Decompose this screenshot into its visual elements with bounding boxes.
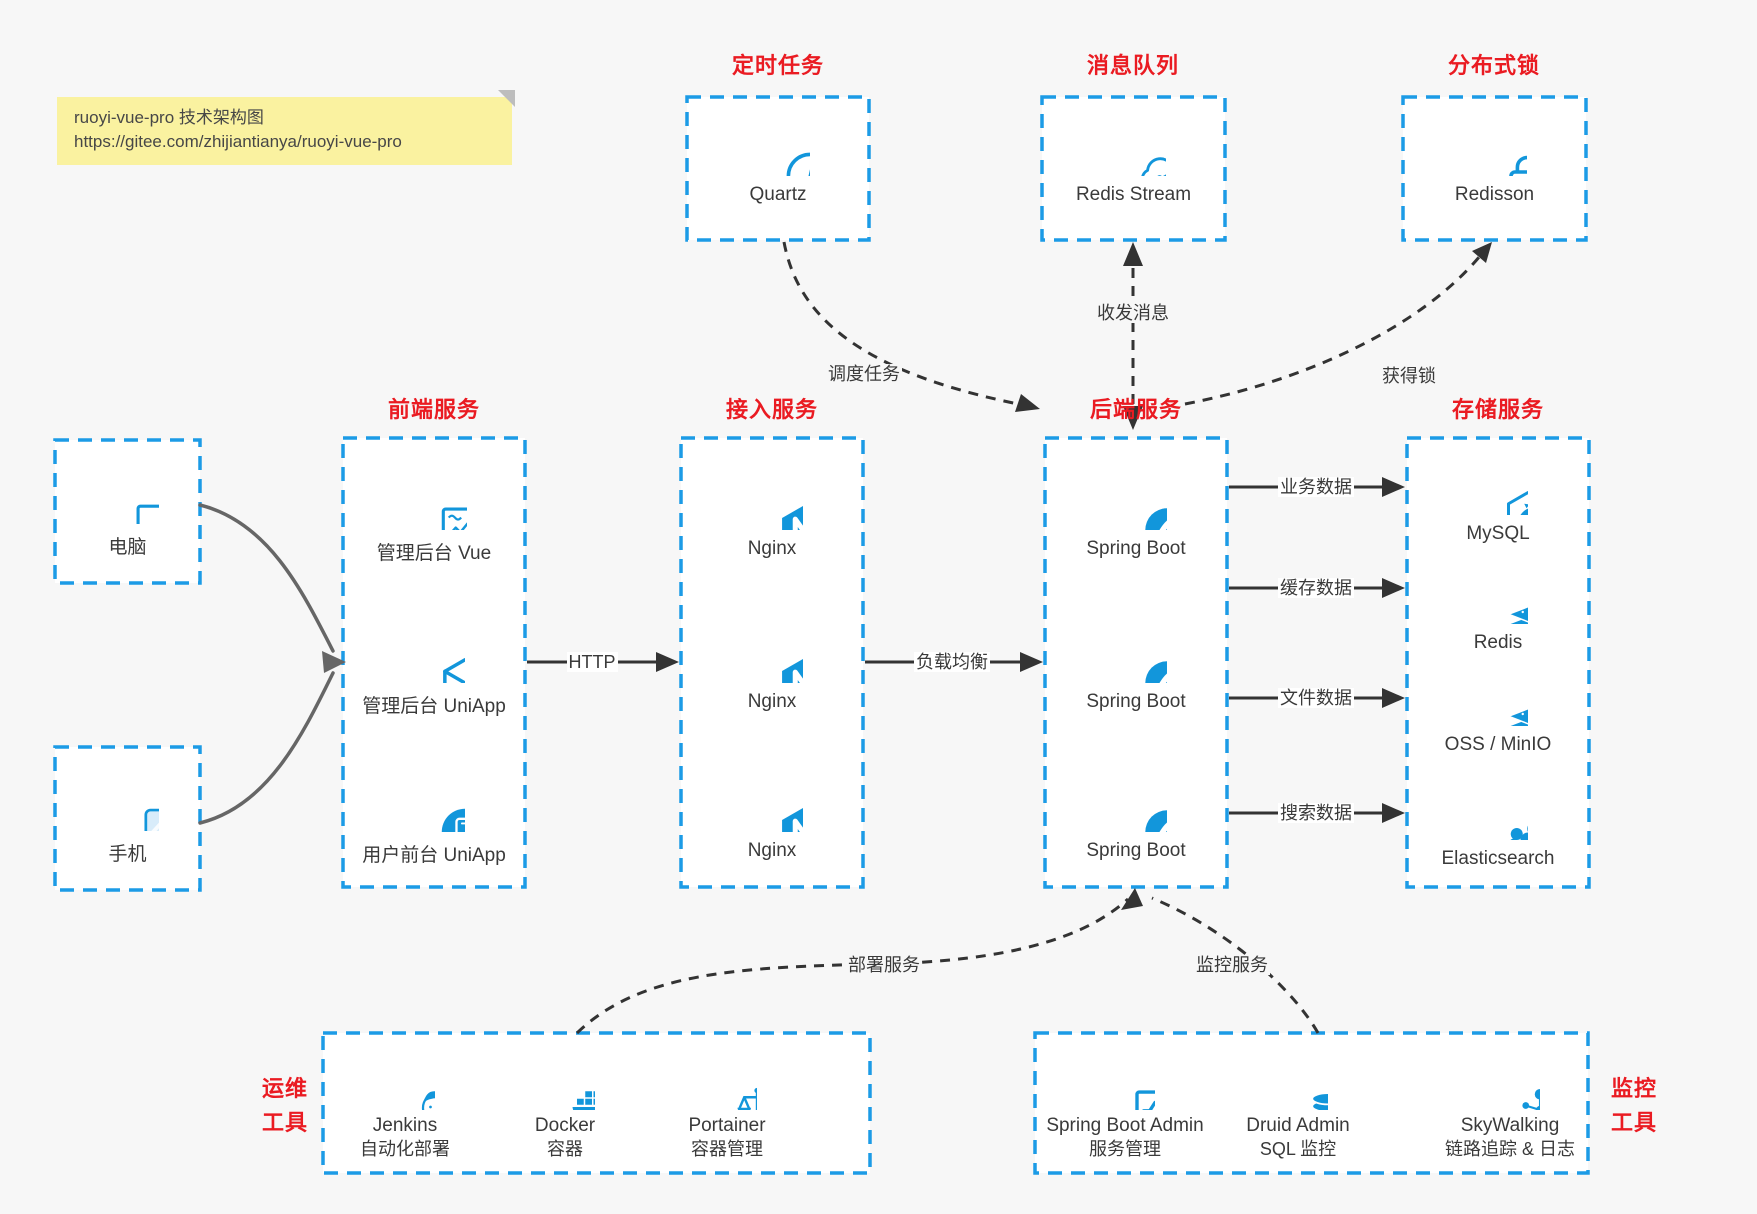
skywalking-icon: [1480, 1050, 1540, 1110]
edge-label-cache-data: 缓存数据: [1278, 578, 1354, 598]
title-monitoring-tools: 监控 工具: [1610, 1076, 1657, 1135]
redis-stream-label: Redis Stream: [1075, 184, 1192, 205]
title-ops-tools: 运维 工具: [261, 1076, 308, 1135]
storage-item-elasticsearch: Elasticsearch: [1407, 780, 1589, 870]
nginx-icon: [741, 770, 803, 832]
pc-label: 电脑: [108, 537, 147, 558]
title-backend-services: 后端服务: [1089, 397, 1182, 422]
quartz-label: Quartz: [749, 184, 807, 205]
monitoring-item-skywalking: SkyWalking 链路追踪 & 日志: [1395, 1050, 1625, 1160]
edge-label-load-balance: 负载均衡: [914, 652, 990, 672]
title-message-queue: 消息队列: [1086, 53, 1179, 78]
title-distributed-lock: 分布式锁: [1447, 53, 1540, 78]
user-uniapp-icon: [403, 770, 465, 832]
pc-client-node: 电脑: [55, 462, 200, 559]
edge-label-file-data: 文件数据: [1278, 688, 1354, 708]
storage-item-mysql: MySQL: [1407, 455, 1589, 545]
vue-admin-icon: [401, 468, 467, 530]
edge-label-message: 收发消息: [1095, 303, 1171, 323]
edge-label-deploy: 部署服务: [846, 955, 922, 975]
gateway-item-nginx-1: Nginx: [681, 468, 863, 560]
mobile-label: 手机: [108, 844, 147, 865]
nginx-icon: [741, 621, 803, 683]
elasticsearch-icon: [1468, 780, 1528, 840]
redis-stream-node: Redis Stream: [1042, 112, 1225, 206]
monitoring-item-spring-boot-admin: Spring Boot Admin 服务管理: [1015, 1050, 1235, 1160]
backend-item-spring-3: Spring Boot: [1045, 770, 1227, 862]
title-frontend-services: 前端服务: [387, 397, 480, 422]
storage-item-oss-minio: OSS / MinIO: [1407, 666, 1589, 756]
redis-icon: [1468, 564, 1528, 624]
mysql-icon: [1468, 455, 1528, 515]
title-gateway-services: 接入服务: [725, 397, 818, 422]
quartz-node: Quartz: [687, 112, 869, 206]
spring-boot-icon: [1105, 770, 1167, 832]
phone-icon: [97, 769, 159, 831]
title-scheduled-tasks: 定时任务: [731, 53, 824, 78]
computer-icon: [97, 462, 159, 524]
note-fold-corner: [498, 90, 515, 107]
gateway-item-nginx-3: Nginx: [681, 770, 863, 862]
lock-icon: [1463, 112, 1527, 176]
edge-label-http: HTTP: [566, 652, 618, 672]
redisson-node: Redisson: [1403, 112, 1586, 206]
edge-label-business-data: 业务数据: [1278, 477, 1354, 497]
oss-minio-icon: [1468, 666, 1528, 726]
ops-item-jenkins: Jenkins 自动化部署: [320, 1050, 490, 1160]
jenkins-icon: [375, 1050, 435, 1110]
gateway-item-nginx-2: Nginx: [681, 621, 863, 713]
frontend-item-uniapp-user: 用户前台 UniApp: [343, 770, 525, 867]
frontend-item-vue-admin: 管理后台 Vue: [343, 468, 525, 565]
spring-boot-icon: [1105, 621, 1167, 683]
clock-icon: [746, 112, 810, 176]
uniapp-cube-icon: [403, 621, 465, 683]
note-url: https://gitee.com/zhijiantianya/ruoyi-vu…: [74, 132, 402, 151]
edge-label-acquire-lock: 获得锁: [1380, 366, 1438, 386]
note-title: ruoyi-vue-pro 技术架构图: [74, 108, 264, 127]
title-storage-services: 存储服务: [1451, 397, 1544, 422]
druid-icon: [1268, 1050, 1328, 1110]
mobile-client-node: 手机: [55, 769, 200, 866]
docker-icon: [535, 1050, 595, 1110]
storage-item-redis: Redis: [1407, 564, 1589, 654]
cloud-queue-icon: [1102, 112, 1166, 176]
nginx-icon: [741, 468, 803, 530]
monitoring-item-druid-admin: Druid Admin SQL 监控: [1208, 1050, 1388, 1160]
edge-label-monitor: 监控服务: [1194, 955, 1270, 975]
portainer-icon: [697, 1050, 757, 1110]
backend-item-spring-2: Spring Boot: [1045, 621, 1227, 713]
spring-boot-admin-icon: [1095, 1050, 1155, 1110]
ops-item-portainer: Portainer 容器管理: [642, 1050, 812, 1160]
edge-label-search-data: 搜索数据: [1278, 803, 1354, 823]
backend-item-spring-1: Spring Boot: [1045, 468, 1227, 560]
spring-boot-icon: [1105, 468, 1167, 530]
sticky-note: ruoyi-vue-pro 技术架构图 https://gitee.com/zh…: [57, 90, 515, 165]
frontend-item-uniapp-admin: 管理后台 UniApp: [343, 621, 525, 718]
ops-item-docker: Docker 容器: [480, 1050, 650, 1160]
edge-label-schedule: 调度任务: [826, 364, 902, 384]
redisson-label: Redisson: [1454, 184, 1535, 205]
